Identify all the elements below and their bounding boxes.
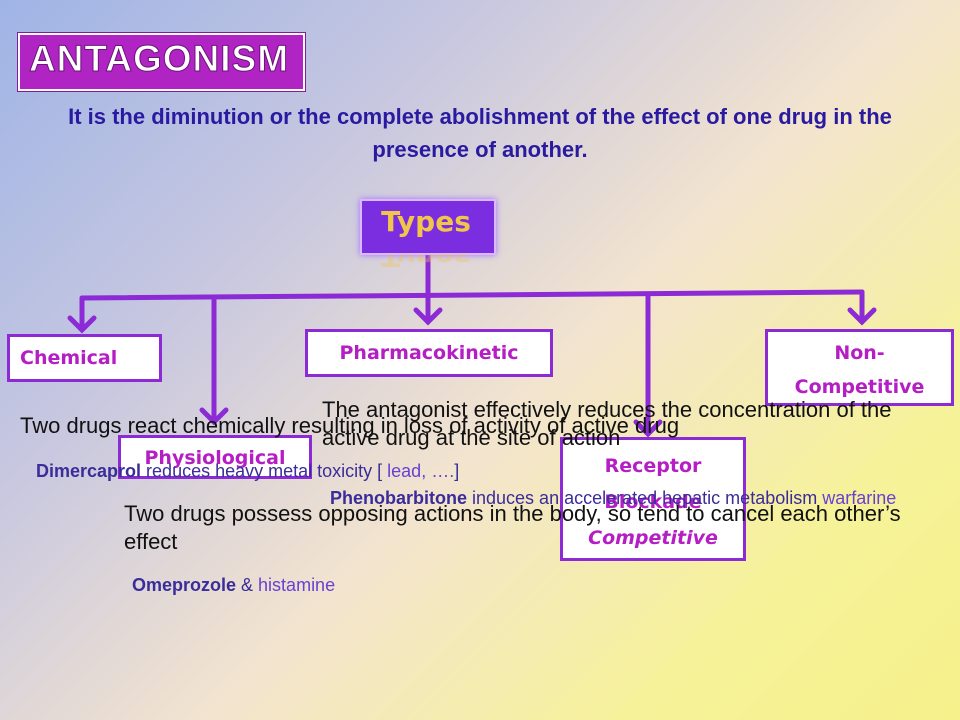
node-non-competitive-label: Non- Competitive [794,342,925,398]
example-physiological-highlight: histamine [258,575,336,595]
example-pharmacokinetic-drug: Phenobarbitone [330,488,468,508]
example-chemical-end: ] [454,461,460,481]
example-physiological-text: & [236,575,259,595]
example-pharmacokinetic-highlight: warfarine [822,488,897,508]
node-pharmacokinetic-label: Pharmacokinetic [339,342,519,364]
example-physiological-drug: Omeprozole [132,575,237,595]
example-pharmacokinetic: Phenobarbitone induces an accelerated he… [330,486,942,510]
node-physiological-label: Physiological [144,447,286,469]
title-box [18,33,305,91]
example-pharmacokinetic-text: induces an accelerated hepatic metabolis… [467,488,823,508]
example-chemical-highlight: lead, …. [387,461,455,481]
node-pharmacokinetic: Pharmacokinetic [305,329,553,377]
description-pharmacokinetic: The antagonist effectively reduces the c… [322,397,892,450]
description-chemical: Two drugs react chemically resulting in … [20,413,680,438]
example-chemical-drug: Dimercaprol [36,461,142,481]
node-physiological: Physiological [118,435,312,479]
definition-text: It is the diminution or the complete abo… [68,104,892,162]
description-physiological: Two drugs possess opposing actions in th… [124,501,901,554]
node-chemical: Chemical [7,334,162,382]
page-title: ANTAGONISM [28,38,290,80]
types-label: Types [381,205,471,238]
example-chemical-text: reduces heavy metal toxicity [ [141,461,388,481]
node-chemical-label: Chemical [20,347,118,369]
example-physiological: Omeprozole & histamine [132,575,532,596]
node-competitive-label: Competitive [588,527,718,549]
node-non-competitive: Non- Competitive [765,329,954,406]
example-chemical: Dimercaprol reduces heavy metal toxicity… [36,461,596,482]
types-reflection: Types [381,254,471,272]
types-box [360,199,496,255]
node-receptor-blockade-label: Receptor Blockade [604,455,702,513]
node-receptor-blockade: Receptor Blockade Competitive [560,437,746,561]
